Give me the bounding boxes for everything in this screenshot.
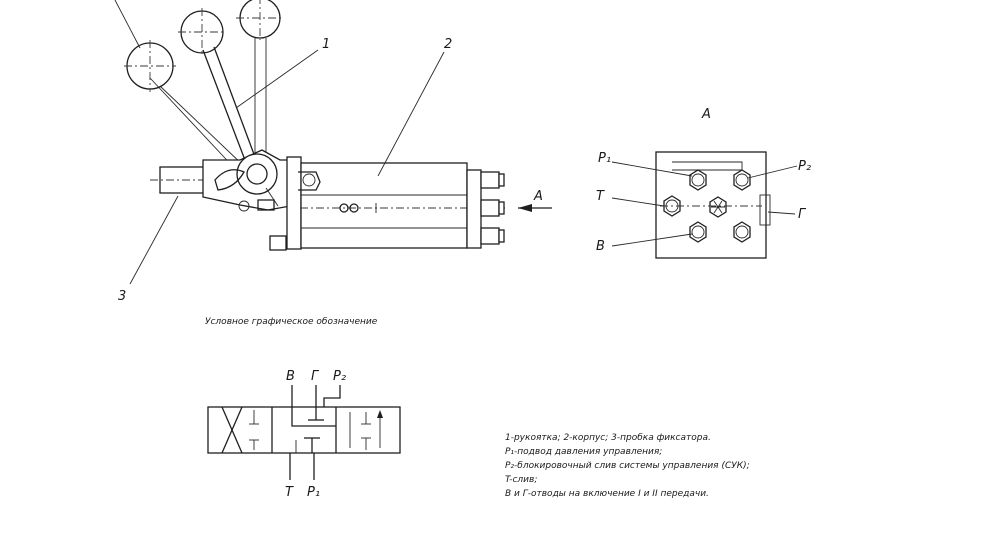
view-arrow-label: А [533,189,543,204]
valve-body [150,149,505,251]
symbol-caption: Условное графическое обозначение [205,317,378,327]
view-label-t: T [596,189,605,204]
valve-symbol [207,385,401,480]
symbol-label-v: В [286,369,295,384]
legend-line-1: 1-рукоятка; 2-корпус; 3-пробка фиксатора… [505,433,711,443]
view-arrow [518,204,552,212]
legend-line-4: T-слив; [505,475,537,485]
symbol-label-p2: P₂ [333,369,346,384]
view-label-p1: P₁ [598,151,611,166]
view-label-g: Г [798,207,807,222]
view-a-title: А [701,107,711,122]
legend-line-2: P₁-подвод давления управления; [505,447,662,457]
symbol-label-g: Г [311,369,320,384]
callout-3: 3 [118,289,126,304]
callout-leaders [129,49,445,285]
view-a [611,151,798,259]
legend: 1-рукоятка; 2-корпус; 3-пробка фиксатора… [505,433,750,499]
legend-line-3: P₂-блокировочный слив системы управления… [505,461,750,471]
view-label-v: В [596,239,605,254]
callout-2: 2 [444,37,452,52]
symbol-label-t: T [285,485,294,500]
legend-line-5: В и Г-отводы на включение I и II передач… [505,489,709,499]
symbol-label-p1: P₁ [307,485,320,500]
handle-positions [114,0,284,173]
callout-1: 1 [322,37,330,52]
view-label-p2: P₂ [798,159,811,174]
